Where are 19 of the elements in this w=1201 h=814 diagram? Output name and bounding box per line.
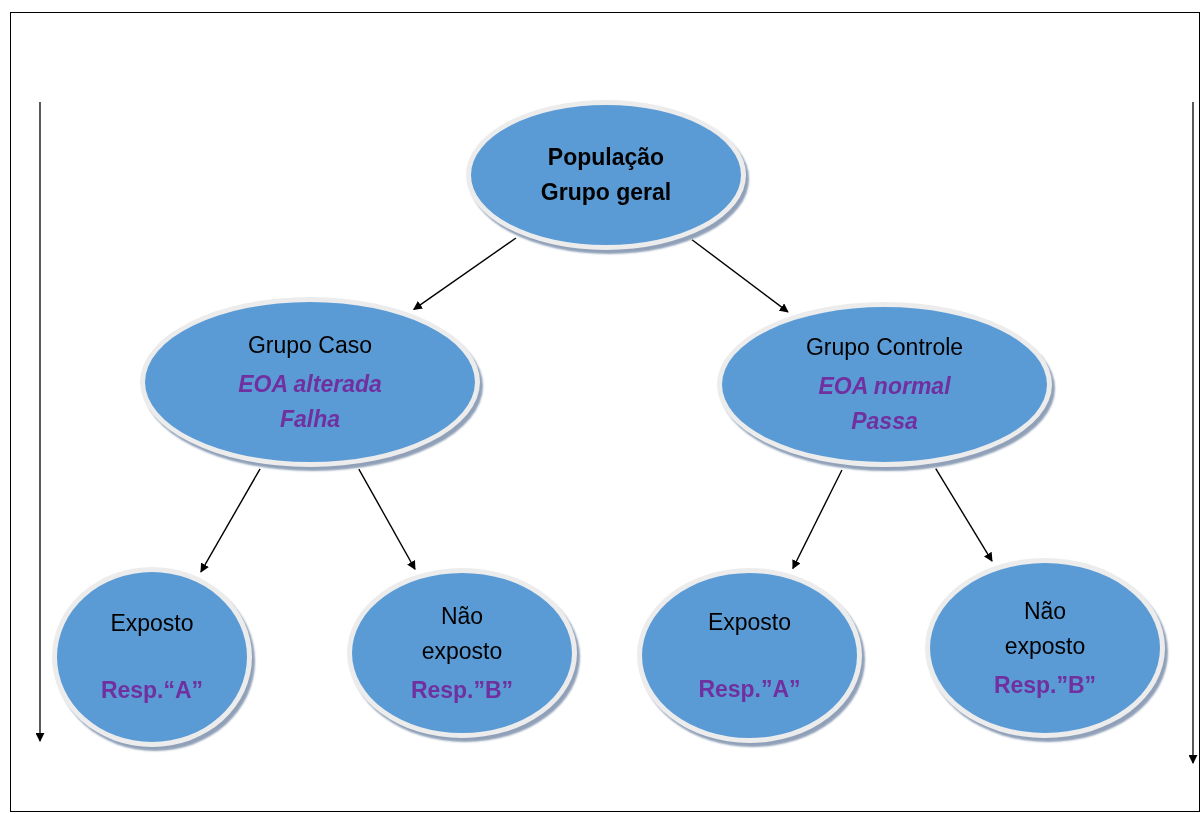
group-detail: Resp.”B” bbox=[993, 670, 1097, 700]
group-title: Não exposto bbox=[420, 601, 504, 666]
group-title: Não exposto bbox=[1003, 596, 1087, 661]
group-title: Grupo Controle bbox=[805, 333, 964, 362]
group-title: População Grupo geral bbox=[539, 143, 673, 207]
group-title: Exposto bbox=[707, 607, 792, 637]
group-detail: Resp.”A” bbox=[698, 674, 801, 704]
group-title: Exposto bbox=[110, 609, 194, 638]
group-detail: EOA alterada Falha bbox=[237, 369, 383, 434]
arrow bbox=[358, 468, 416, 571]
arrow bbox=[413, 237, 517, 311]
arrow bbox=[935, 467, 993, 562]
group-title: Grupo Caso bbox=[248, 330, 372, 360]
arrow bbox=[792, 469, 843, 570]
group-detail: EOA normal Passa bbox=[817, 372, 952, 436]
arrow bbox=[200, 468, 261, 573]
arrow bbox=[691, 239, 789, 313]
group-detail: Resp.“A” bbox=[100, 676, 204, 705]
group-detail: Resp.”B” bbox=[410, 675, 514, 705]
